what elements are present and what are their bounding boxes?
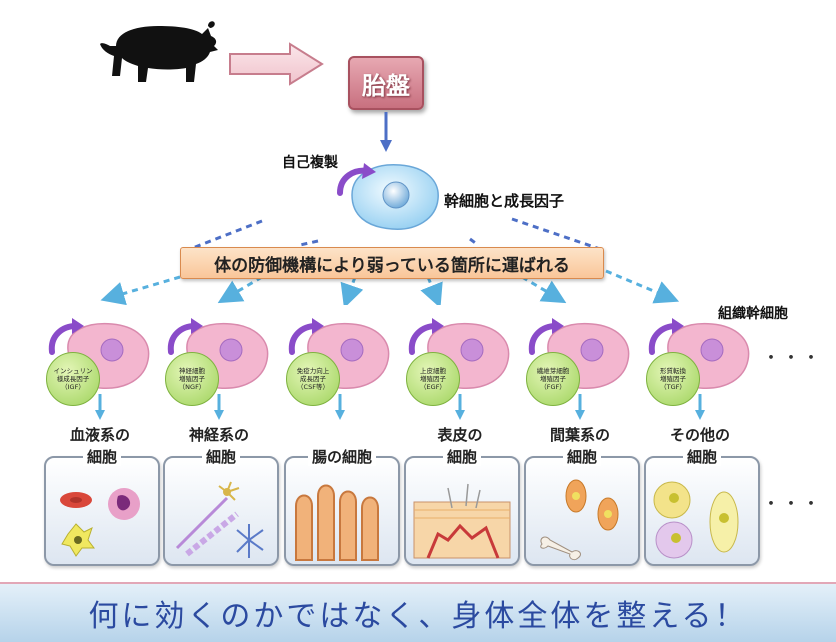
growth-factor-circle: 免疫力向上 成長因子 （CSF等） [286,352,340,406]
factor-line: 繊維芽細胞 [536,367,570,375]
cell-type-line2: 細胞 [682,448,721,466]
dashed-arrow [605,269,680,304]
stem-cell-icon [337,163,439,230]
self-renewal-label: 自己複製 [282,155,338,171]
cell-type-line1: 神経系の [188,426,249,444]
cell-type-line1: 間葉系の [549,426,610,444]
dashed-arrow [521,275,567,304]
dashed-arrow [511,217,601,251]
ellipsis-bottom: ・・・ [762,494,822,515]
cell-type-panel [44,456,160,566]
down-arrow-icon [335,394,345,420]
growth-factor-circle: 形質転換 増殖因子 （TGF） [646,352,700,406]
cell-illustration [175,481,264,558]
cell-type-line1: 血液系の [69,426,130,444]
cell-type-line2: 腸の細胞 [307,448,376,466]
cell-type-line1: 表皮の [437,426,483,444]
factor-line: 増殖因子 [660,375,686,383]
cell-type-panel [524,456,640,566]
cell-type-line2: 細胞 [442,448,481,466]
dashed-arrow [189,219,263,251]
dashed-arrow [420,276,443,305]
factor-line: 増殖因子 [420,375,446,383]
tissue-stem-cell-label: 組織幹細胞 [718,306,788,322]
factor-line: 成長因子 [300,375,326,383]
dashed-arrow [100,275,181,305]
ellipsis-top: ・・・ [762,348,822,369]
factor-line: 様成長因子 [56,375,90,383]
factor-line: 上皮細胞 [420,367,446,375]
factor-line: 増殖因子 [540,375,566,383]
factor-line: （TGF） [660,383,686,391]
down-arrow-icon [455,394,465,420]
distribution-arrows [100,217,680,305]
dashed-arrow [340,276,364,305]
slogan-band: 何に効くのかではなく、身体全体を整える！ [0,582,836,642]
cell-type-line2: 細胞 [82,448,121,466]
down-arrow-icon [575,394,585,420]
factor-line: （IGF） [61,383,85,391]
dashed-arrow [299,239,319,247]
down-arrow-icon [95,394,105,420]
slogan-text: 何に効くのかではなく、身体全体を整える！ [88,599,748,634]
growth-factor-circle: インシュリン 様成長因子 （IGF） [46,352,100,406]
cell-illustration [60,488,140,557]
growth-factor-circle: 繊維芽細胞 増殖因子 （FGF） [526,352,580,406]
dashed-arrow [469,237,479,247]
factor-line: 形質転換 [660,367,686,375]
factor-line: （FGF） [540,383,566,391]
cell-type-line2: 細胞 [201,448,240,466]
pig-icon [100,21,218,82]
down-arrow-icon [695,394,705,420]
factor-line: （CSF等） [297,383,329,391]
down-arrow-icon [214,394,224,420]
growth-factor-circle: 上皮細胞 増殖因子 （EGF） [406,352,460,406]
factor-line: 神経細胞 [179,367,205,375]
factor-line: （NGF） [178,383,206,391]
dashed-arrow [217,275,263,304]
transport-banner: 体の防御機構により弱っている箇所に運ばれる [180,247,604,279]
factor-line: インシュリン [53,367,93,375]
cell-illustration [295,484,379,561]
down-arrow-icon [380,112,392,152]
cell-illustration [540,479,619,561]
cell-type-line2: 細胞 [562,448,601,466]
factor-line: 免疫力向上 [296,367,330,375]
growth-factor-circle: 神経細胞 増殖因子 （NGF） [165,352,219,406]
factor-line: 増殖因子 [179,375,205,383]
cell-illustration [653,481,739,559]
factor-line: （EGF） [420,383,446,391]
cell-illustration [413,483,511,559]
cell-type-line1: その他の [669,426,730,444]
pink-arrow-icon [229,42,324,86]
placenta-box: 胎盤 [348,56,424,110]
stem-cell-label: 幹細胞と成長因子 [444,192,565,210]
